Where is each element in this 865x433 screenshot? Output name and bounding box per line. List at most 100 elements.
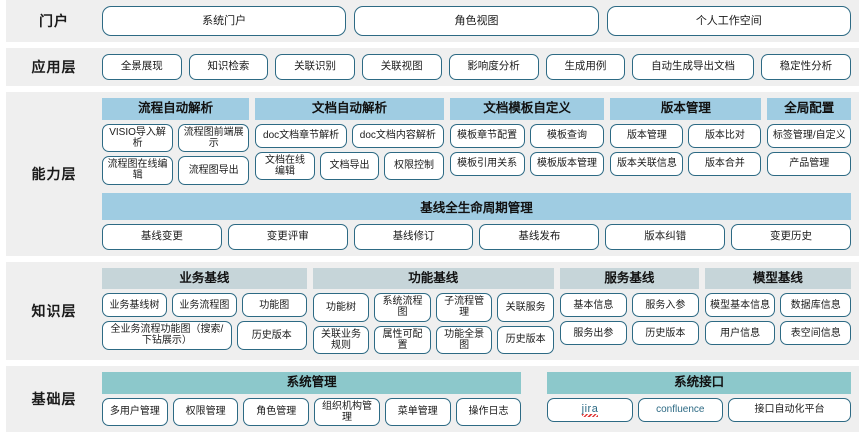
capability-item[interactable]: doc文档章节解析 [255, 123, 347, 148]
application-item-7[interactable]: 稳定性分析 [760, 54, 851, 80]
group-header: 模型基线 [704, 267, 852, 290]
foundation-item[interactable]: 角色管理 [243, 397, 310, 427]
baseline-item-3[interactable]: 基线发布 [479, 223, 600, 250]
knowledge-item[interactable]: 用户信息 [704, 321, 776, 346]
capability-item[interactable]: doc文档内容解析 [351, 123, 444, 148]
foundation-item[interactable]: 权限管理 [172, 397, 239, 427]
knowledge-item[interactable]: 业务流程图 [171, 293, 237, 318]
knowledge-item[interactable]: 全业务流程功能图（搜索/下钻展示） [102, 321, 232, 350]
layer-label-portal: 门户 [39, 13, 69, 29]
portal-item-1[interactable]: 角色视图 [354, 6, 599, 36]
capability-item[interactable]: 流程图在线编辑 [102, 156, 174, 185]
knowledge-item[interactable]: 历史版本 [236, 321, 307, 350]
group-row: 文档在线编辑 文档导出 权限控制 [255, 151, 444, 181]
group-rows: 基本信息 服务入参 服务出参 历史版本 [559, 293, 699, 346]
capability-item[interactable]: 标签管理/自定义 [767, 123, 852, 148]
foundation-group-system-management: 系统管理 多用户管理 权限管理 角色管理 组织机构管理 菜单管理 操作日志 [102, 372, 522, 427]
baseline-item-5[interactable]: 变更历史 [731, 223, 851, 250]
foundation-item[interactable]: 菜单管理 [384, 397, 451, 427]
application-item-5[interactable]: 生成用例 [545, 54, 626, 80]
capability-item[interactable]: 产品管理 [767, 151, 852, 176]
foundation-item-confluence[interactable]: confluence [637, 397, 723, 422]
knowledge-group-model: 模型基线 模型基本信息 数据库信息 用户信息 表空间信息 [704, 267, 852, 355]
capability-item[interactable]: VISIO导入解析 [102, 123, 174, 153]
application-item-1[interactable]: 知识检索 [188, 54, 269, 80]
knowledge-item[interactable]: 功能树 [312, 293, 370, 322]
foundation-item-jira[interactable]: jira [547, 397, 633, 422]
jira-logo-text: jira [581, 403, 599, 418]
capability-group-global-config: 全局配置 标签管理/自定义 产品管理 [767, 98, 852, 185]
application-item-3[interactable]: 关联视图 [361, 54, 442, 80]
capability-item[interactable]: 模板查询 [529, 123, 605, 148]
baseline-item-1[interactable]: 变更评审 [227, 223, 348, 250]
group-rows: 模板章节配置 模板查询 模板引用关系 模板版本管理 [449, 123, 605, 176]
group-row: doc文档章节解析 doc文档内容解析 [255, 123, 444, 148]
knowledge-item[interactable]: 历史版本 [631, 321, 699, 346]
knowledge-item[interactable]: 服务出参 [559, 321, 627, 346]
group-row: 模板引用关系 模板版本管理 [449, 151, 605, 176]
capability-item[interactable]: 文档导出 [319, 151, 380, 181]
knowledge-item[interactable]: 关联服务 [497, 293, 554, 322]
application-item-0[interactable]: 全景展现 [102, 54, 182, 80]
knowledge-item[interactable]: 系统流程图 [374, 293, 431, 322]
knowledge-item[interactable]: 数据库信息 [780, 293, 852, 318]
group-row: jira confluence 接口自动化平台 [547, 397, 851, 422]
capability-item[interactable]: 版本合并 [688, 151, 762, 176]
knowledge-item[interactable]: 服务入参 [631, 293, 699, 318]
capability-group-version: 版本管理 版本管理 版本比对 版本关联信息 版本合并 [610, 98, 762, 185]
capability-item[interactable]: 版本管理 [610, 123, 684, 148]
capability-group-doc-template: 文档模板自定义 模板章节配置 模板查询 模板引用关系 模板版本管理 [449, 98, 605, 185]
baseline-lifecycle-header: 基线全生命周期管理 [102, 192, 851, 220]
group-row: 关联业务规则 属性可配置 功能全景图 历史版本 [312, 325, 554, 354]
capability-item[interactable]: 文档在线编辑 [255, 151, 315, 181]
group-row: 全业务流程功能图（搜索/下钻展示） 历史版本 [102, 321, 307, 350]
knowledge-item[interactable]: 历史版本 [497, 325, 554, 354]
group-header: 版本管理 [610, 98, 762, 120]
knowledge-item[interactable]: 关联业务规则 [312, 325, 370, 354]
knowledge-item[interactable]: 子流程管理 [435, 293, 493, 322]
knowledge-item[interactable]: 基本信息 [559, 293, 627, 318]
group-header: 文档模板自定义 [449, 98, 605, 120]
application-item-2[interactable]: 关联识别 [275, 54, 355, 80]
baseline-lifecycle-items: 基线变更 变更评审 基线修订 基线发布 版本纠错 变更历史 [102, 223, 851, 250]
foundation-item[interactable]: 多用户管理 [102, 397, 168, 427]
portal-item-0[interactable]: 系统门户 [102, 6, 347, 36]
capability-item[interactable]: 流程图前端展示 [178, 123, 250, 153]
group-row: VISIO导入解析 流程图前端展示 [102, 123, 250, 153]
capability-item[interactable]: 模板章节配置 [449, 123, 525, 148]
baseline-item-0[interactable]: 基线变更 [102, 223, 222, 250]
baseline-item-4[interactable]: 版本纠错 [605, 223, 726, 250]
knowledge-item[interactable]: 功能全景图 [435, 325, 493, 354]
capability-item[interactable]: 模板版本管理 [529, 151, 605, 176]
group-row: 标签管理/自定义 [767, 123, 852, 148]
application-item-6[interactable]: 自动生成导出文档 [632, 54, 754, 80]
knowledge-item[interactable]: 属性可配置 [374, 325, 431, 354]
portal-item-2[interactable]: 个人工作空间 [606, 6, 851, 36]
capability-body: 流程自动解析 VISIO导入解析 流程图前端展示 流程图在线编辑 流程图导出 文… [102, 98, 852, 250]
application-item-4[interactable]: 影响度分析 [448, 54, 539, 80]
knowledge-item[interactable]: 功能图 [241, 293, 307, 318]
foundation-item[interactable]: 操作日志 [455, 397, 522, 427]
knowledge-item[interactable]: 表空间信息 [780, 321, 852, 346]
group-rows: 功能树 系统流程图 子流程管理 关联服务 关联业务规则 属性可配置 功能全景图 … [312, 293, 554, 354]
foundation-item-api-platform[interactable]: 接口自动化平台 [727, 397, 851, 422]
knowledge-item[interactable]: 业务基线树 [102, 293, 167, 318]
group-row: 业务基线树 业务流程图 功能图 [102, 293, 307, 318]
capability-item[interactable]: 版本关联信息 [610, 151, 684, 176]
baseline-item-2[interactable]: 基线修订 [353, 223, 474, 250]
application-items: 全景展现 知识检索 关联识别 关联视图 影响度分析 生成用例 自动生成导出文档 … [102, 54, 851, 80]
capability-item[interactable]: 流程图导出 [178, 156, 250, 185]
layer-row-capability: 能力层 流程自动解析 VISIO导入解析 流程图前端展示 流程图在线编辑 流程图… [6, 92, 859, 256]
capability-item[interactable]: 权限控制 [384, 151, 444, 181]
group-row: 服务出参 历史版本 [559, 321, 699, 346]
knowledge-item[interactable]: 模型基本信息 [704, 293, 776, 318]
capability-group-flow-parse: 流程自动解析 VISIO导入解析 流程图前端展示 流程图在线编辑 流程图导出 [102, 98, 250, 185]
capability-item[interactable]: 版本比对 [688, 123, 762, 148]
group-header: 服务基线 [559, 267, 699, 290]
knowledge-groups: 业务基线 业务基线树 业务流程图 功能图 全业务流程功能图（搜索/下钻展示） 历… [102, 267, 852, 355]
foundation-item[interactable]: 组织机构管理 [314, 397, 380, 427]
capability-item[interactable]: 模板引用关系 [449, 151, 525, 176]
layer-label-knowledge: 知识层 [31, 302, 77, 319]
portal-items: 系统门户 角色视图 个人工作空间 [102, 6, 851, 36]
